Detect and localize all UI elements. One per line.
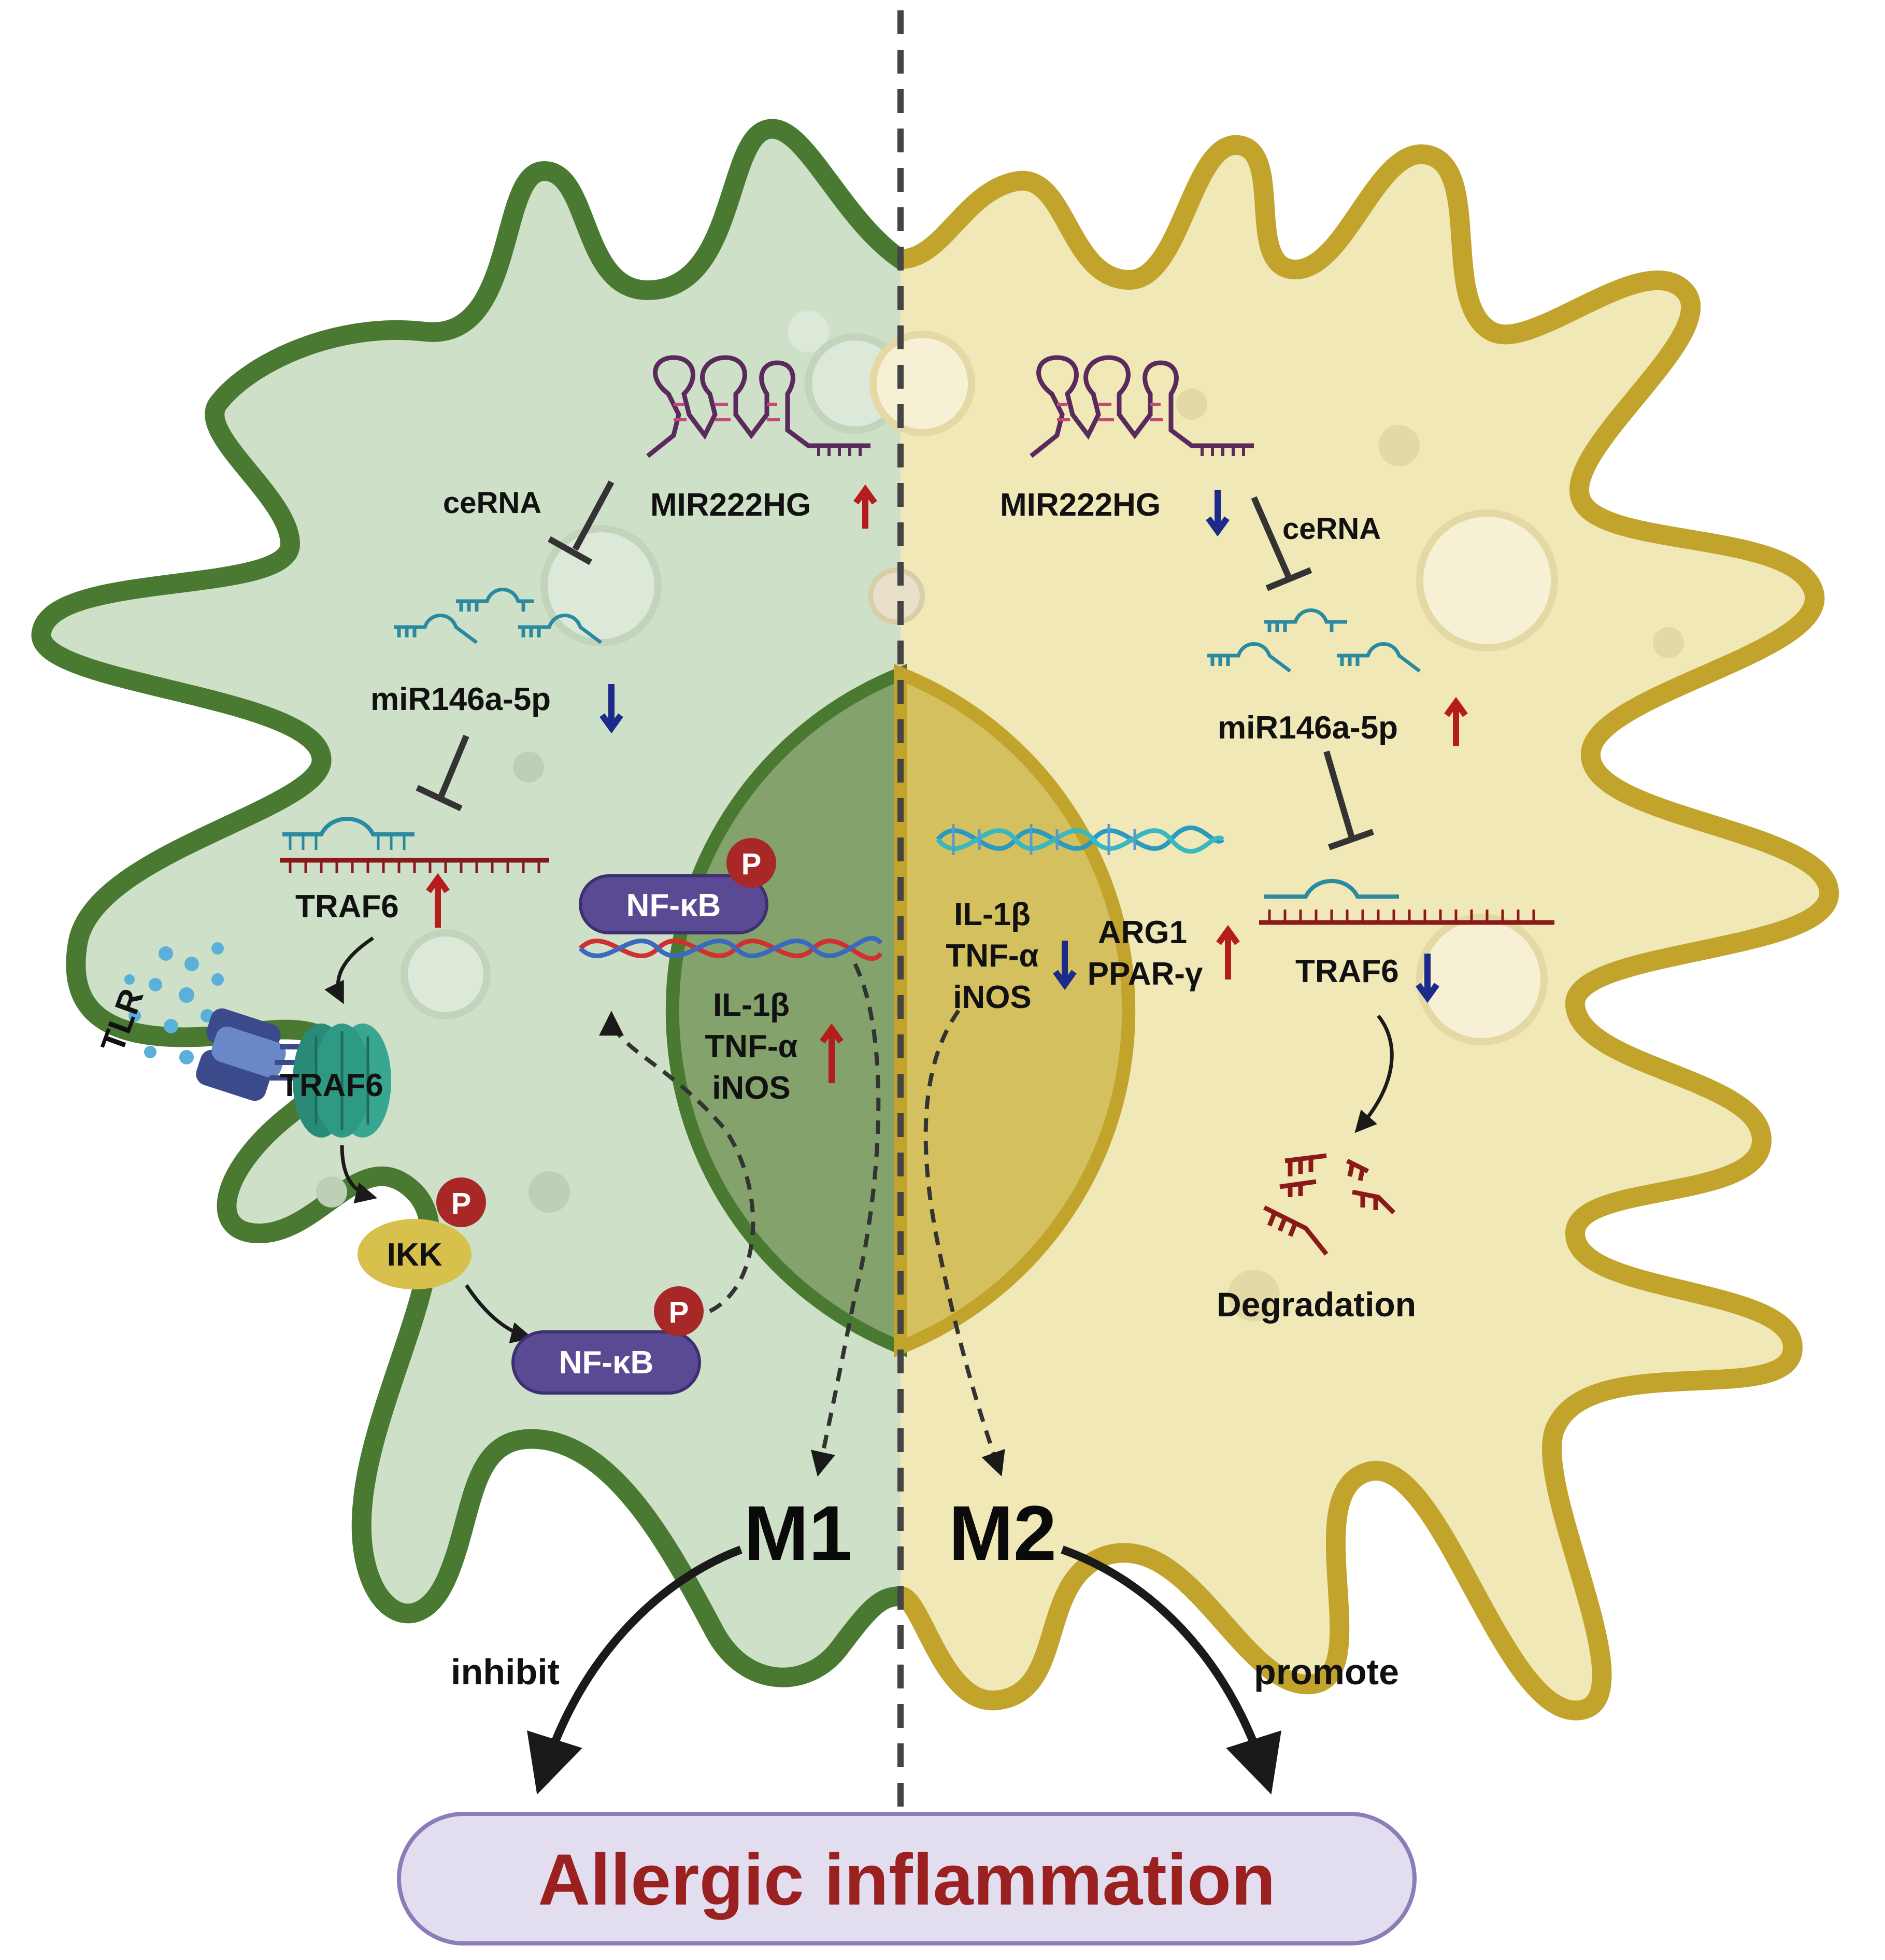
lncrna-hairpin-icon [646,355,870,458]
left-cerna-label: ceRNA [443,486,541,520]
traf6-trimer-icon [293,1024,391,1138]
nfkb-cyto-pill [511,1330,701,1395]
left-gene-inos: iNOS [712,1070,791,1106]
left-traf6-mrna-label: TRAF6 [295,889,399,925]
to-m2-arrow [923,1009,1005,1477]
right-inhibit-mark-1 [1251,496,1312,591]
right-genes-up-arrow [1216,925,1240,979]
left-inhibit-mark-1 [548,480,615,565]
left-traf6-mrna-icon [280,817,549,873]
inhibit-label: inhibit [451,1652,560,1692]
svg-text:P: P [741,847,762,881]
tlr-receptor-icon [196,1008,358,1101]
left-traf6-up-arrow [426,873,450,928]
ikk-phospho-icon: P [436,1177,486,1227]
nfkb-cyto-phospho-icon: P [654,1286,704,1336]
ikk-to-nfkb-arrow [465,1284,533,1344]
right-traf6-down-arrow [1416,954,1439,1003]
svg-text:P: P [451,1187,472,1220]
m2-phenotype-label: M2 [949,1489,1056,1576]
right-gene-tnfa: TNF-α [946,938,1038,974]
right-mir222hg-label: MIR222HG [1000,487,1161,523]
left-genes-up-arrow [820,1023,844,1083]
right-dna-helix-icon [936,824,1225,855]
traf6-protein-label: TRAF6 [280,1068,383,1103]
m1-phenotype-label: M1 [744,1489,852,1576]
left-mir222hg-label: MIR222HG [650,487,811,523]
promote-arrow [1061,1545,1281,1795]
right-mir222hg-down-arrow [1206,490,1230,537]
left-inhibit-mark-2 [416,734,469,812]
right-gene-il1b: IL-1β [954,897,1031,932]
ikk-label: IKK [387,1237,442,1273]
right-mir146-label: miR146a-5p [1218,710,1398,746]
nfkb-cyto-label: NF-κB [559,1345,654,1381]
left-mirna-icon [394,588,603,644]
nfkb-nuc-pill [579,874,768,934]
right-mirna-icon [1207,608,1421,673]
right-genes-down-arrow [1053,941,1077,990]
traf6-translation-arrow [324,936,374,1004]
right-inhibit-mark-2 [1323,750,1374,850]
degradation-label: Degradation [1217,1285,1416,1324]
promote-label: promote [1254,1652,1399,1692]
left-dna-helix-icon [578,935,883,961]
left-mir222hg-up-arrow [853,484,877,529]
to-m1-arrow [810,963,881,1477]
traf6-degradation-arrow [1354,1014,1394,1133]
inhibit-arrow [527,1545,742,1795]
nfkb-translocation-arrow [599,1011,755,1313]
right-gene-inos: iNOS [953,979,1032,1015]
right-gene-arg1: ARG1 [1098,915,1187,950]
left-mir146-label: miR146a-5p [370,681,551,717]
nfkb-nuc-label: NF-κB [626,888,721,924]
svg-text:P: P [669,1296,689,1329]
left-mir146-down-arrow [599,684,623,734]
degraded-rna-icon [1263,1153,1396,1256]
right-traf6-mrna-label: TRAF6 [1295,954,1399,989]
left-gene-tnfa: TNF-α [705,1029,797,1064]
right-traf6-mrna-icon [1259,879,1554,925]
right-cerna-label: ceRNA [1282,512,1381,546]
right-lncrna-hairpin-icon [1030,355,1254,458]
outcome-label: Allergic inflammation [538,1839,1276,1920]
nfkb-nuc-phospho-icon: P [726,838,776,888]
nucleus [665,663,1136,1358]
traf6-to-ikk-arrow [340,1145,378,1204]
left-gene-il1b: IL-1β [713,987,790,1023]
right-mir146-up-arrow [1444,697,1468,746]
ikk-blob [358,1219,472,1289]
outcome-box [397,1812,1417,1945]
right-gene-pparg: PPAR-γ [1088,956,1203,992]
